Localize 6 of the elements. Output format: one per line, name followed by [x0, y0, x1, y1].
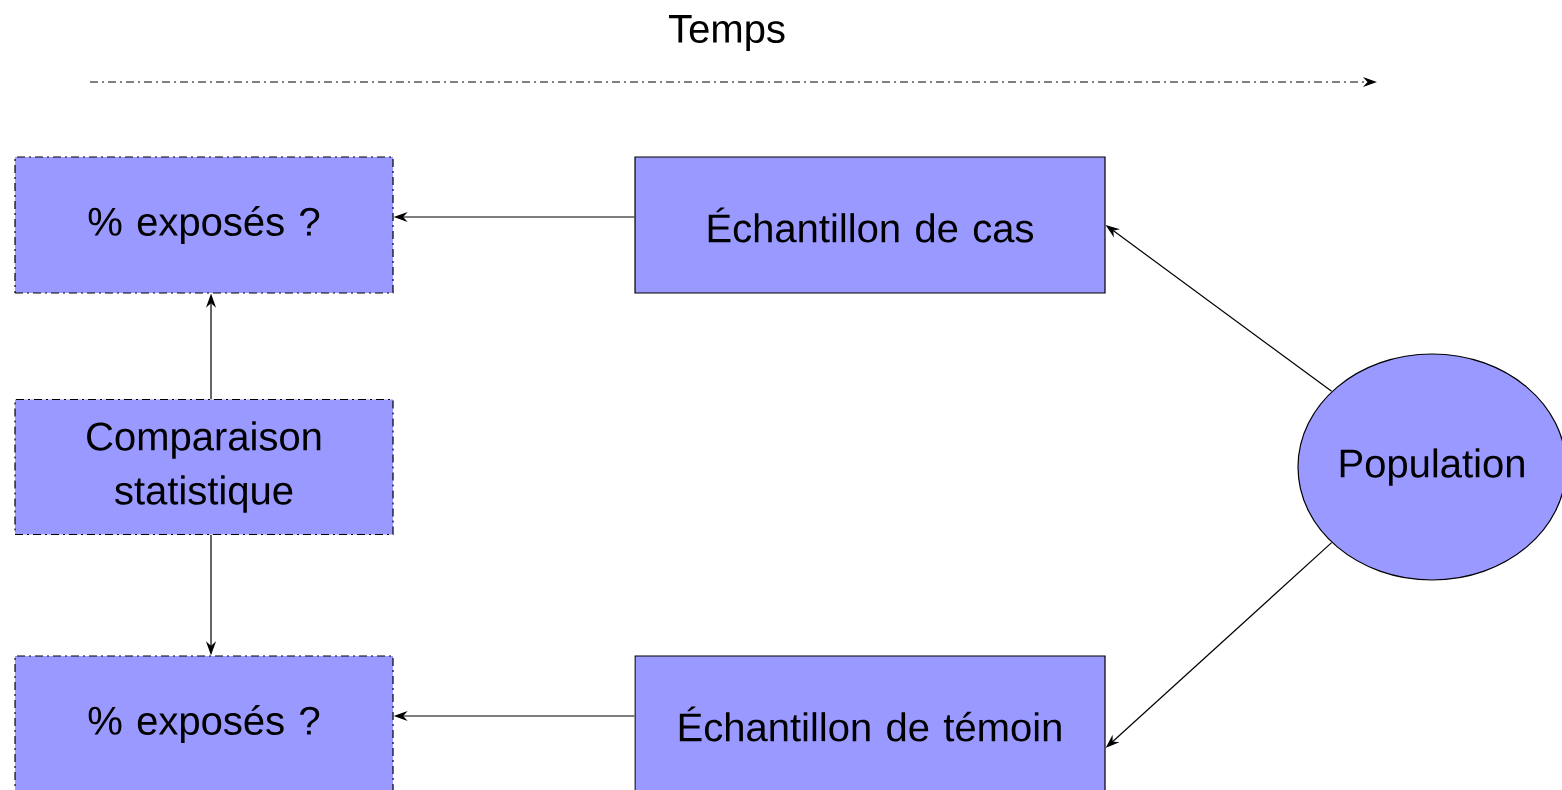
- sample-box: Échantillon de cas: [634, 156, 1106, 294]
- result-box: % exposés ?: [14, 156, 394, 294]
- result-box: % exposés ?: [14, 655, 394, 790]
- sample-box: Échantillon de témoin: [634, 655, 1106, 790]
- comparison-box: Comparaison statistique: [14, 398, 394, 536]
- axis-label: Temps: [669, 15, 785, 51]
